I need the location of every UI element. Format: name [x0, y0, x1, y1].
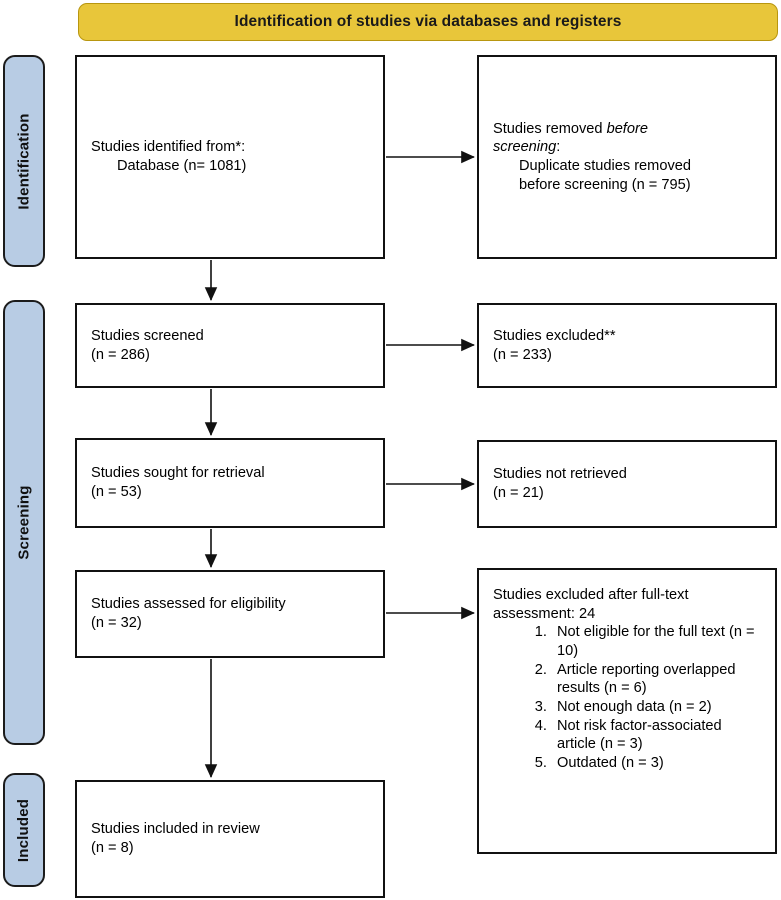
box-studies-excluded-after-full-text: Studies excluded after full-text assessm…: [477, 568, 777, 854]
box-studies-removed-before-screening: Studies removed before screening: Duplic…: [477, 55, 777, 259]
studies-removed-line-3: Duplicate studies removed: [519, 158, 691, 174]
studies-not-retrieved-line-2: (n = 21): [493, 485, 544, 501]
exclusion-reason-item: Not enough data (n = 2): [551, 698, 761, 717]
studies-included-line-2: (n = 8): [91, 840, 134, 856]
stage-label-included: Included: [3, 773, 45, 887]
studies-excluded-line-2: (n = 233): [493, 346, 552, 363]
stage-label-screening-text: Screening: [15, 485, 33, 560]
stage-label-identification-text: Identification: [15, 112, 33, 210]
studies-identified-line-1: Studies identified from*:: [91, 139, 246, 156]
exclusion-reason-item: Outdated (n = 3): [551, 754, 761, 773]
exclusion-reason-item: Not eligible for the full text (n = 10): [551, 623, 761, 660]
box-studies-excluded: Studies excluded** (n = 233): [477, 303, 777, 388]
studies-excluded-line-1: Studies excluded**: [493, 327, 616, 344]
studies-sought-line-1: Studies sought for retrieval: [91, 465, 265, 482]
stage-label-screening: Screening: [3, 300, 45, 745]
studies-assessed-line-1: Studies assessed for eligibility: [91, 596, 286, 613]
stage-label-identification: Identification: [3, 55, 45, 267]
box-studies-screened: Studies screened (n = 286): [75, 303, 385, 388]
box-studies-assessed-for-eligibility: Studies assessed for eligibility (n = 32…: [75, 570, 385, 658]
studies-removed-line-2-b: :: [556, 139, 561, 156]
box-studies-included-in-review: Studies included in review (n = 8): [75, 780, 385, 898]
studies-removed-line-2: screening:: [493, 138, 761, 157]
studies-screened-line-2: (n = 286): [91, 346, 150, 363]
studies-removed-line-1-a: Studies removed: [493, 120, 607, 137]
studies-removed-line-2-a-italic: screening: [493, 139, 557, 156]
banner-title-text: Identification of studies via databases …: [234, 13, 622, 30]
studies-sought-line-2: (n = 53): [91, 484, 142, 500]
fulltext-excluded-line-2: assessment: 24: [493, 605, 596, 622]
studies-assessed-line-2: (n = 32): [91, 615, 142, 631]
fulltext-excluded-line-1: Studies excluded after full-text: [493, 587, 689, 603]
exclusion-reasons-list: Not eligible for the full text (n = 10)A…: [493, 623, 761, 772]
stage-label-included-text: Included: [15, 798, 33, 862]
studies-removed-line-1: Studies removed before: [493, 120, 761, 139]
box-studies-sought-for-retrieval: Studies sought for retrieval (n = 53): [75, 438, 385, 528]
studies-removed-line-1-b-italic: before: [606, 120, 648, 137]
studies-identified-line-2: Database (n= 1081): [117, 158, 247, 174]
box-studies-not-retrieved: Studies not retrieved (n = 21): [477, 440, 777, 528]
diagram-title-banner: Identification of studies via databases …: [78, 3, 778, 41]
exclusion-reason-item: Not risk factor-associated article (n = …: [551, 717, 761, 754]
studies-included-line-1: Studies included in review: [91, 821, 260, 838]
studies-screened-line-1: Studies screened: [91, 327, 204, 344]
studies-not-retrieved-line-1: Studies not retrieved: [493, 466, 627, 483]
exclusion-reason-item: Article reporting overlapped results (n …: [551, 661, 761, 698]
box-studies-identified: Studies identified from*: Database (n= 1…: [75, 55, 385, 259]
studies-removed-line-4: before screening (n = 795): [519, 176, 691, 193]
